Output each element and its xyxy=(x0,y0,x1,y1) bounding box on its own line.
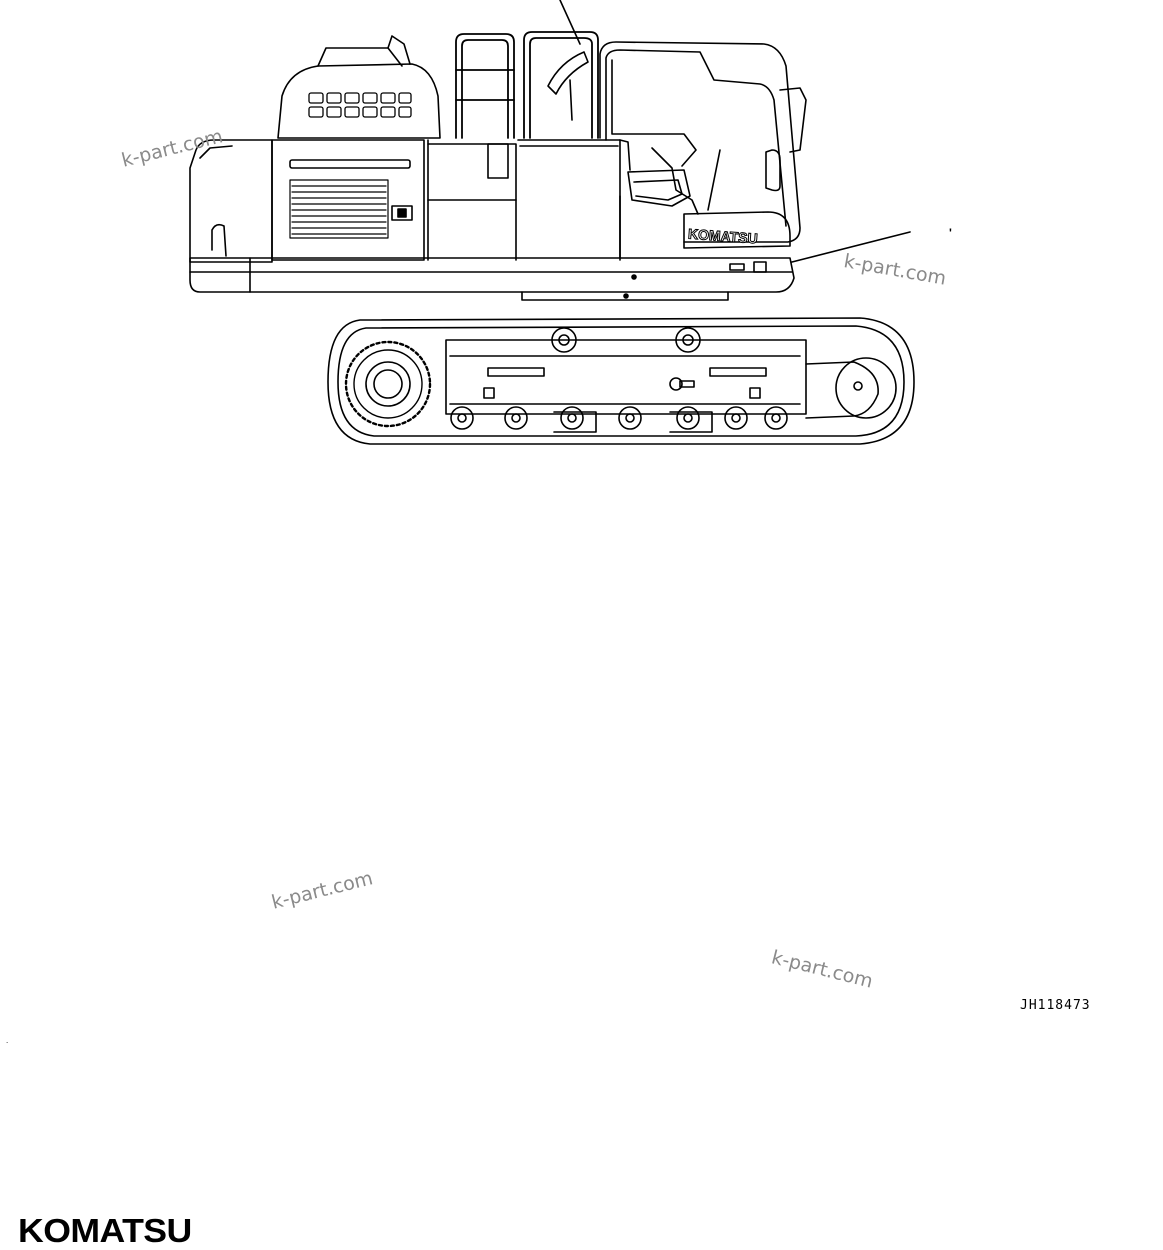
engine-hood xyxy=(277,35,441,139)
leader-lines xyxy=(559,0,911,263)
track-rollers xyxy=(450,406,788,433)
drive-sprocket xyxy=(344,340,432,428)
operator-cab xyxy=(599,41,807,243)
margin-tick: . xyxy=(6,1036,9,1045)
callout-mark: ' xyxy=(949,226,952,240)
deck-frame xyxy=(189,257,795,301)
cab-step-panel xyxy=(627,169,791,249)
carrier-rollers xyxy=(551,327,701,353)
upper-structure xyxy=(189,139,631,263)
footer-logo: KOMATSU xyxy=(18,1212,192,1249)
handrails xyxy=(455,31,599,139)
track-assembly xyxy=(327,317,915,445)
mirror xyxy=(547,51,589,121)
figure-id: JH118473 xyxy=(1020,998,1091,1013)
